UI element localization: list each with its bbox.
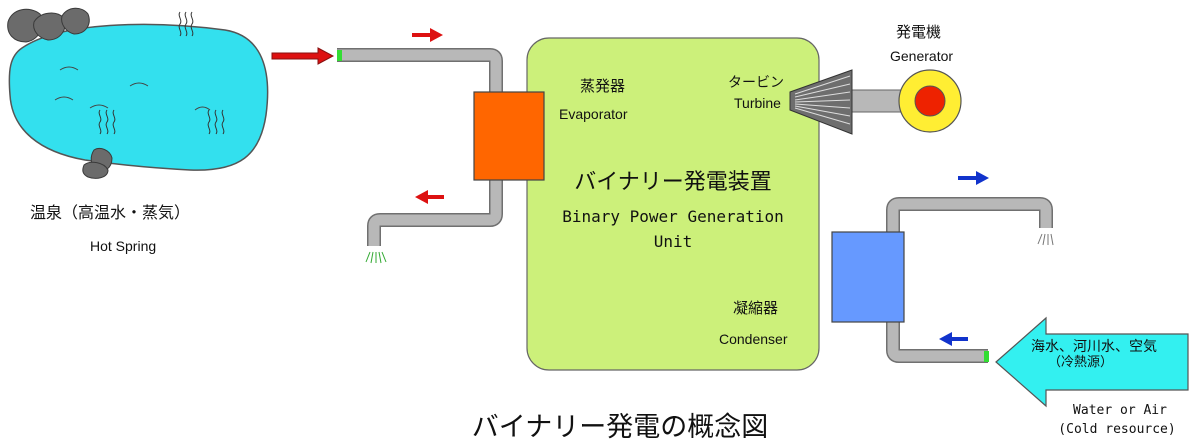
inflow-arrow-icon (271, 47, 335, 65)
generator-label-en: Generator (890, 48, 954, 64)
evaporator-label-en: Evaporator (559, 106, 628, 122)
right-arrow-icon (412, 28, 443, 42)
left-arrow-icon (939, 332, 968, 346)
diagram-title: バイナリー発電の概念図 (471, 412, 769, 443)
cold-flow-arrows (939, 171, 989, 346)
evaporator-label-ja: 蒸発器 (580, 77, 626, 95)
hot-spring-pool (7, 7, 269, 179)
cold-water-pipe (886, 197, 1054, 363)
water-discharge-icon (365, 251, 387, 264)
unit-label-en-line1: Binary Power Generation (562, 207, 784, 226)
hot-spring-label-en: Hot Spring (90, 238, 157, 254)
water-discharge-icon (1037, 233, 1054, 246)
steam-icon (98, 11, 225, 135)
turbine-label-ja: タービン (728, 75, 784, 91)
unit-label-ja: バイナリー発電装置 (574, 170, 772, 195)
cold-resource-arrow (995, 316, 1189, 408)
binary-unit-box (526, 37, 820, 371)
left-arrow-icon (415, 190, 444, 204)
condenser-label-ja: 凝縮器 (733, 299, 779, 317)
hot-water-pipe (337, 48, 503, 264)
turbine-label-en: Turbine (734, 95, 781, 111)
generator-label-ja: 発電機 (896, 23, 942, 41)
cold-resource-label-ja-line2: （冷熱源） (1048, 355, 1114, 370)
rock-icon (7, 7, 113, 179)
generator-icon (898, 69, 962, 133)
right-arrow-icon (958, 171, 989, 185)
evaporator-box (473, 91, 545, 181)
hot-spring-label-ja: 温泉（高温水・蒸気） (30, 203, 191, 222)
unit-label-en-line2: Unit (653, 232, 693, 251)
hot-flow-arrows (271, 28, 444, 204)
cold-resource-label-ja-line1: 海水、河川水、空気 (1031, 339, 1157, 355)
water-ripple-icon (54, 66, 211, 111)
cold-resource-label-en-line1: Water or Air (1073, 403, 1167, 418)
turbine-icon (789, 69, 853, 135)
hot-spring-water (8, 23, 269, 171)
cold-resource-label-en-line2: (Cold resource) (1058, 422, 1176, 437)
condenser-box (831, 231, 905, 323)
condenser-label-en: Condenser (719, 331, 788, 347)
